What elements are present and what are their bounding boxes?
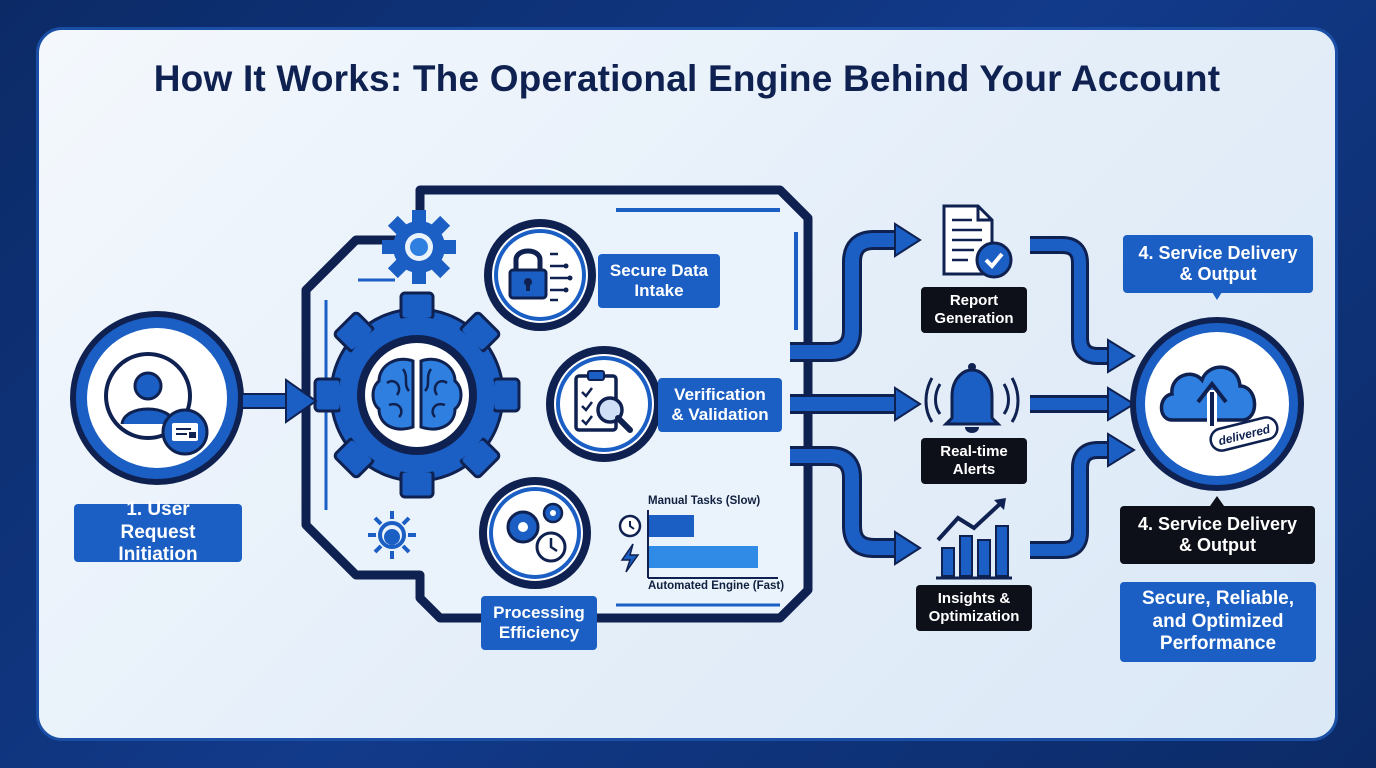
arrow-to-engine: [241, 378, 318, 424]
cloud-upload-icon: [1159, 365, 1257, 426]
automated-engine-label: Automated Engine (Fast): [648, 580, 785, 592]
id-card-icon: [161, 408, 209, 456]
verification-label: Verification & Validation: [658, 378, 782, 432]
page-title: How It Works: The Operational Engine Beh…: [153, 58, 1221, 99]
secure-intake-label: Secure Data Intake: [598, 254, 720, 308]
report-label: Report Generation: [921, 287, 1027, 333]
arrowheads-to-outputs: [894, 222, 922, 566]
user-request-label: 1. User Request Initiation: [74, 499, 242, 565]
document-check-icon: [942, 204, 1013, 279]
small-gear-icon: [382, 210, 456, 284]
bell-icon: [924, 363, 1020, 433]
delivery-top-label: 4. Service Delivery & Output: [1123, 235, 1313, 293]
delivery-bottom-pointer: [1210, 496, 1224, 506]
brain-icon: [371, 357, 463, 431]
lightning-icon: [620, 543, 640, 573]
delivery-top-pointer: [1212, 292, 1222, 300]
delivery-bottom-label: 4. Service Delivery & Output: [1120, 506, 1315, 564]
settings-outline-icon: [368, 511, 416, 559]
clock-icon: [618, 514, 642, 538]
automated-engine-bar: [649, 546, 758, 568]
lock-icon: [508, 248, 573, 302]
clipboard-search-icon: [574, 370, 633, 433]
manual-tasks-bar: [649, 515, 694, 537]
arrows-to-outputs: [790, 230, 898, 558]
settings-dot: [384, 529, 400, 545]
alerts-label: Real-time Alerts: [921, 438, 1027, 484]
manual-tasks-label: Manual Tasks (Slow): [648, 495, 761, 507]
gears-clock-icon: [506, 502, 567, 563]
arrows-to-delivery: [1030, 236, 1112, 559]
tagline-label: Secure, Reliable, and Optimized Performa…: [1120, 582, 1316, 662]
growth-chart-icon: [936, 498, 1012, 580]
insights-label: Insights & Optimization: [916, 585, 1032, 631]
arrowheads-to-delivery: [1107, 338, 1136, 468]
processing-label: Processing Efficiency: [481, 596, 597, 650]
